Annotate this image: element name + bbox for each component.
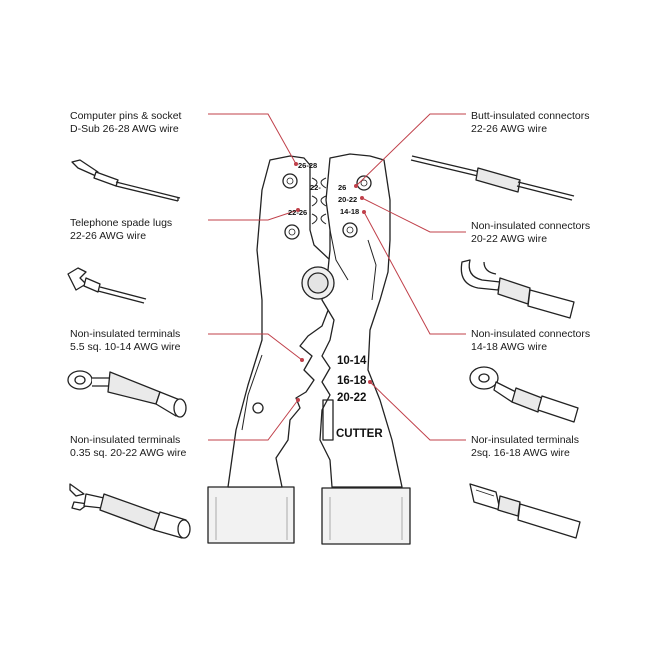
pivot-bolt-icon <box>301 266 335 300</box>
callout-nor-insulated-terminals: Nor-insulated terminals 2sq. 16-18 AWG w… <box>471 434 579 460</box>
left-handle <box>207 486 295 544</box>
leader-lines <box>208 113 466 441</box>
left-jaw <box>227 155 333 488</box>
callout-subtitle: D-Sub 26-28 AWG wire <box>70 123 179 135</box>
screw-bottom-right-icon <box>342 222 358 238</box>
fork-connector-icon <box>460 259 575 319</box>
callout-title: Butt-insulated connectors <box>471 110 590 122</box>
cutter-slot <box>322 399 334 441</box>
callout-non-insulated-connectors-14-18: Non-insulated connectors 14-18 AWG wire <box>471 328 590 354</box>
die-14-18-label: 14-18 <box>340 207 359 216</box>
jaw-10-14-label: 10-14 <box>337 355 367 367</box>
pin-icon <box>252 402 264 414</box>
screw-bottom-left-icon <box>284 224 300 240</box>
ring-terminal-icon <box>67 370 187 418</box>
jaw-16-18-label: 16-18 <box>337 375 367 387</box>
callout-title: Nor-insulated terminals <box>471 434 579 446</box>
pin-contact-icon <box>71 159 181 202</box>
callout-subtitle: 14-18 AWG wire <box>471 341 548 353</box>
callout-subtitle: 20-22 AWG wire <box>471 233 548 245</box>
die-26-28-label: 26-28 <box>298 161 317 170</box>
callout-telephone-spade: Telephone spade lugs 22-26 AWG wire <box>70 217 172 243</box>
die-22-label: 22- <box>310 183 321 192</box>
callout-subtitle: 2sq. 16-18 AWG wire <box>471 447 570 459</box>
callout-non-insulated-terminals-small: Non-insulated terminals 0.35 sq. 20-22 A… <box>70 434 186 460</box>
die-26-label: 26 <box>338 183 346 192</box>
callout-title: Non-insulated connectors <box>471 328 591 340</box>
spade-lug-icon <box>67 267 147 304</box>
callout-subtitle: 0.35 sq. 20-22 AWG wire <box>70 447 187 459</box>
callout-computer-pins: Computer pins & socket D-Sub 26-28 AWG w… <box>70 110 181 136</box>
callout-subtitle: 22-26 AWG wire <box>471 123 548 135</box>
callout-title: Computer pins & socket <box>70 110 182 122</box>
flag-terminal-icon <box>469 483 581 539</box>
callout-non-insulated-connectors-20-22: Non-insulated connectors 20-22 AWG wire <box>471 220 590 246</box>
fork-terminal-icon <box>69 483 191 539</box>
callout-butt-insulated: Butt-insulated connectors 22-26 AWG wire <box>471 110 589 136</box>
butt-connector-icon <box>410 155 575 201</box>
callout-title: Telephone spade lugs <box>70 217 173 229</box>
screw-top-right-icon <box>356 175 372 191</box>
callout-non-insulated-terminals-large: Non-insulated terminals 5.5 sq. 10-14 AW… <box>70 328 181 354</box>
callout-subtitle: 22-26 AWG wire <box>70 230 147 242</box>
callout-title: Non-insulated connectors <box>471 220 591 232</box>
ring-connector-icon <box>469 366 579 423</box>
die-22-26-label: 22-26 <box>288 208 307 217</box>
right-handle <box>321 487 411 545</box>
screw-top-left-icon <box>282 173 298 189</box>
callout-title: Non-insulated terminals <box>70 328 181 340</box>
callout-title: Non-insulated terminals <box>70 434 181 446</box>
callout-subtitle: 5.5 sq. 10-14 AWG wire <box>70 341 181 353</box>
jaw-20-22-label: 20-22 <box>337 392 366 404</box>
cutter-label: CUTTER <box>336 428 383 440</box>
die-20-22-label: 20-22 <box>338 195 357 204</box>
